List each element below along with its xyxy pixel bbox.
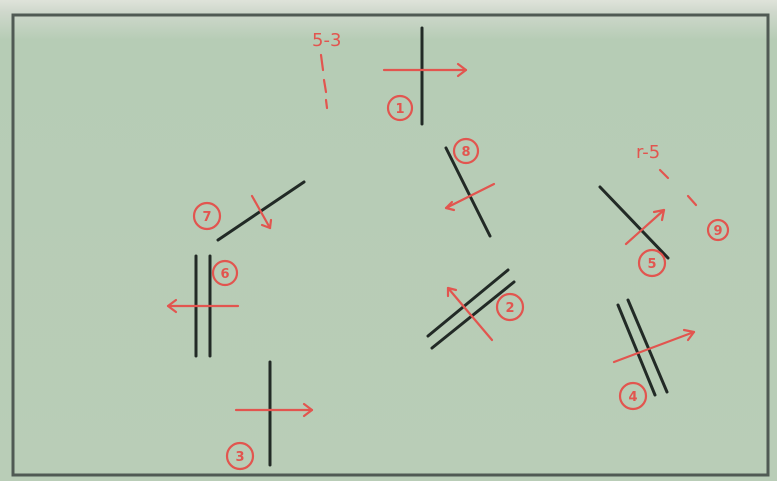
annotation-dash-right	[658, 168, 698, 207]
svg-text:6: 6	[220, 267, 229, 282]
marker-4: 4	[618, 381, 648, 411]
line-7	[444, 146, 492, 238]
annotation-r-5: r-5	[636, 142, 660, 163]
element-2	[216, 180, 306, 242]
line-5b	[430, 280, 516, 350]
svg-text:9: 9	[713, 224, 722, 239]
svg-text:8: 8	[461, 145, 470, 160]
arrow-8	[624, 208, 666, 246]
element-4	[612, 298, 696, 397]
line-5a	[426, 268, 510, 338]
sheet-border	[11, 13, 770, 477]
arrow-2	[250, 194, 272, 230]
line-4a	[616, 303, 657, 397]
annotation-s-3: 5-3	[312, 30, 341, 51]
marker-2: 2	[495, 292, 525, 322]
element-3	[234, 360, 314, 467]
svg-text:7: 7	[202, 210, 211, 225]
arrow-4	[612, 330, 696, 364]
element-6	[166, 254, 240, 358]
marker-3: 3	[225, 441, 255, 471]
element-8	[598, 185, 670, 260]
arrow-5	[446, 286, 494, 342]
element-5	[426, 268, 516, 350]
marker-6: 6	[211, 259, 239, 287]
marker-5: 5	[637, 248, 667, 278]
element-7	[444, 146, 496, 238]
marker-1: 1	[386, 94, 414, 122]
svg-text:2: 2	[505, 301, 514, 316]
element-1	[382, 26, 468, 126]
svg-text:5: 5	[647, 257, 656, 272]
arrow-7	[444, 182, 496, 210]
svg-text:3: 3	[235, 450, 244, 465]
marker-8: 8	[452, 137, 480, 165]
marker-9: 9	[706, 218, 730, 242]
annotation-dash-left	[319, 53, 329, 110]
marker-7: 7	[192, 201, 222, 231]
line-8	[598, 185, 670, 260]
svg-text:1: 1	[395, 102, 404, 117]
svg-text:4: 4	[628, 390, 637, 405]
line-4b	[626, 298, 669, 394]
